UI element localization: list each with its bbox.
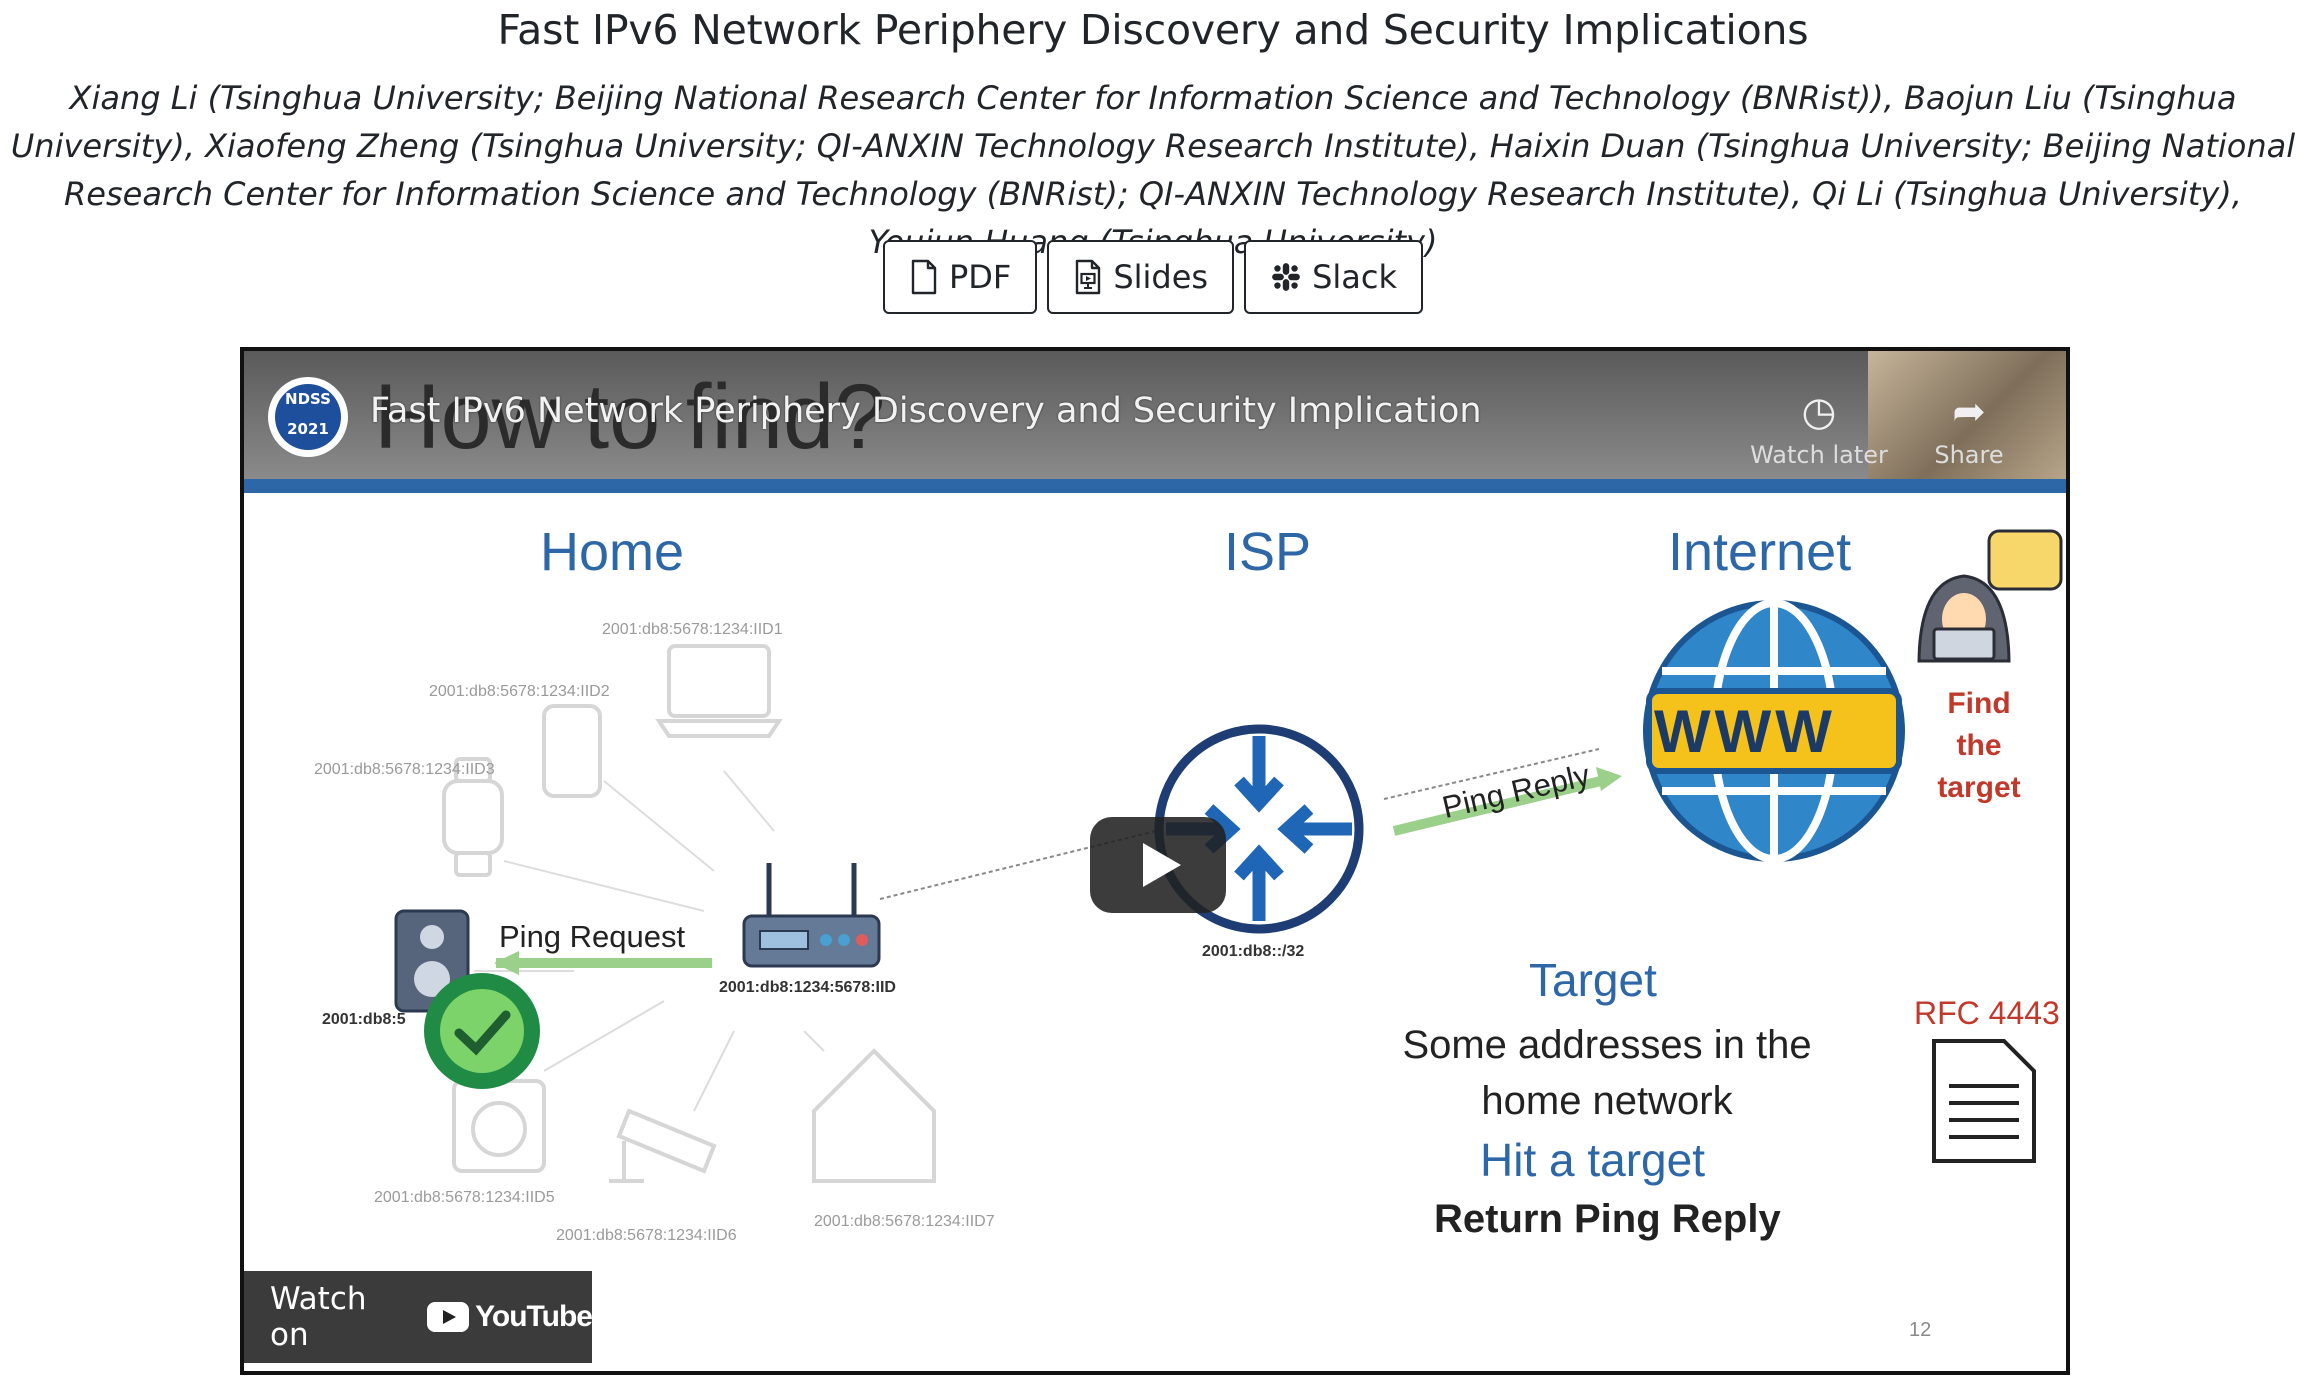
hit-target-heading: Hit a target bbox=[1480, 1134, 1705, 1186]
globe-icon bbox=[1643, 599, 1905, 863]
return-reply-text: Return Ping Reply bbox=[1434, 1197, 1781, 1241]
youtube-play-icon bbox=[427, 1302, 470, 1332]
target-heading: Target bbox=[1529, 954, 1657, 1006]
slides-file-icon bbox=[1076, 259, 1101, 295]
target-hit-badge bbox=[424, 973, 540, 1089]
clock-icon: ◷ bbox=[1801, 389, 1837, 435]
document-icon bbox=[1932, 1039, 2036, 1163]
slack-label: Slack bbox=[1312, 258, 1398, 296]
slack-button[interactable]: Slack bbox=[1244, 240, 1424, 314]
slide-heading: How to find? bbox=[374, 366, 886, 468]
speaker-address: 2001:db8:5 bbox=[322, 1011, 406, 1028]
paper-title: Fast IPv6 Network Periphery Discovery an… bbox=[497, 6, 1809, 54]
video-title-bar: How to find? bbox=[244, 351, 2066, 481]
slides-label: Slides bbox=[1113, 258, 1209, 296]
resource-buttons: PDF Slides Slack bbox=[0, 240, 2306, 314]
watch-later-control[interactable]: ◷ Watch later bbox=[1744, 383, 1894, 469]
play-button[interactable] bbox=[1090, 817, 1226, 913]
slack-icon bbox=[1272, 263, 1300, 291]
slide-rule bbox=[244, 479, 2066, 493]
www-label: WWW bbox=[1654, 698, 1836, 765]
hacker-icon bbox=[1917, 529, 2063, 663]
youtube-embed[interactable]: How to find? NDSS 2021 Fast IPv6 Network… bbox=[240, 347, 2070, 1375]
author-list: Xiang Li (Tsinghua University; Beijing N… bbox=[10, 79, 2296, 261]
share-label: Share bbox=[1934, 441, 2004, 469]
device-address-6: 2001:db8:5678:1234:IID6 bbox=[556, 1227, 737, 1244]
device-address-5: 2001:db8:5678:1234:IID5 bbox=[374, 1189, 555, 1206]
presenter-webcam bbox=[1868, 351, 2066, 479]
home-heading: Home bbox=[540, 522, 685, 582]
channel-logo-text: NDSS 2021 bbox=[275, 384, 341, 450]
watch-on-youtube-button[interactable]: Watch on YouTube bbox=[244, 1271, 593, 1363]
watch-on-label: Watch on bbox=[270, 1281, 367, 1353]
device-address-1: 2001:db8:5678:1234:IID1 bbox=[602, 621, 783, 638]
router-address: 2001:db8:1234:5678:IID bbox=[719, 979, 896, 996]
ping-request-label: Ping Request bbox=[499, 919, 686, 954]
youtube-logo: YouTube bbox=[427, 1300, 593, 1334]
rfc-label: RFC 4443 bbox=[1914, 995, 2060, 1031]
home-devices bbox=[442, 644, 936, 1183]
video-title[interactable]: Fast IPv6 Network Periphery Discovery an… bbox=[370, 391, 1482, 431]
share-control[interactable]: ➦ Share bbox=[1894, 383, 2044, 469]
channel-avatar[interactable]: NDSS 2021 bbox=[268, 377, 348, 457]
home-links bbox=[474, 770, 825, 1112]
pdf-label: PDF bbox=[948, 258, 1012, 296]
youtube-wordmark: YouTube bbox=[475, 1300, 593, 1333]
ping-reply-arrow bbox=[1392, 774, 1611, 836]
device-address-2: 2001:db8:5678:1234:IID2 bbox=[429, 683, 610, 700]
watch-later-label: Watch later bbox=[1750, 441, 1888, 469]
device-address-3: 2001:db8:5678:1234:IID3 bbox=[314, 761, 495, 778]
pdf-button[interactable]: PDF bbox=[882, 240, 1038, 314]
slides-button[interactable]: Slides bbox=[1047, 240, 1235, 314]
isp-prefix: 2001:db8::/32 bbox=[1202, 943, 1305, 960]
device-address-7: 2001:db8:5678:1234:IID7 bbox=[814, 1213, 995, 1230]
slide-page-number: 12 bbox=[1909, 1319, 1932, 1341]
isp-heading: ISP bbox=[1224, 522, 1312, 582]
share-icon: ➦ bbox=[1952, 389, 1986, 435]
home-router bbox=[742, 863, 881, 968]
internet-heading: Internet bbox=[1668, 522, 1852, 582]
file-icon bbox=[911, 259, 937, 295]
